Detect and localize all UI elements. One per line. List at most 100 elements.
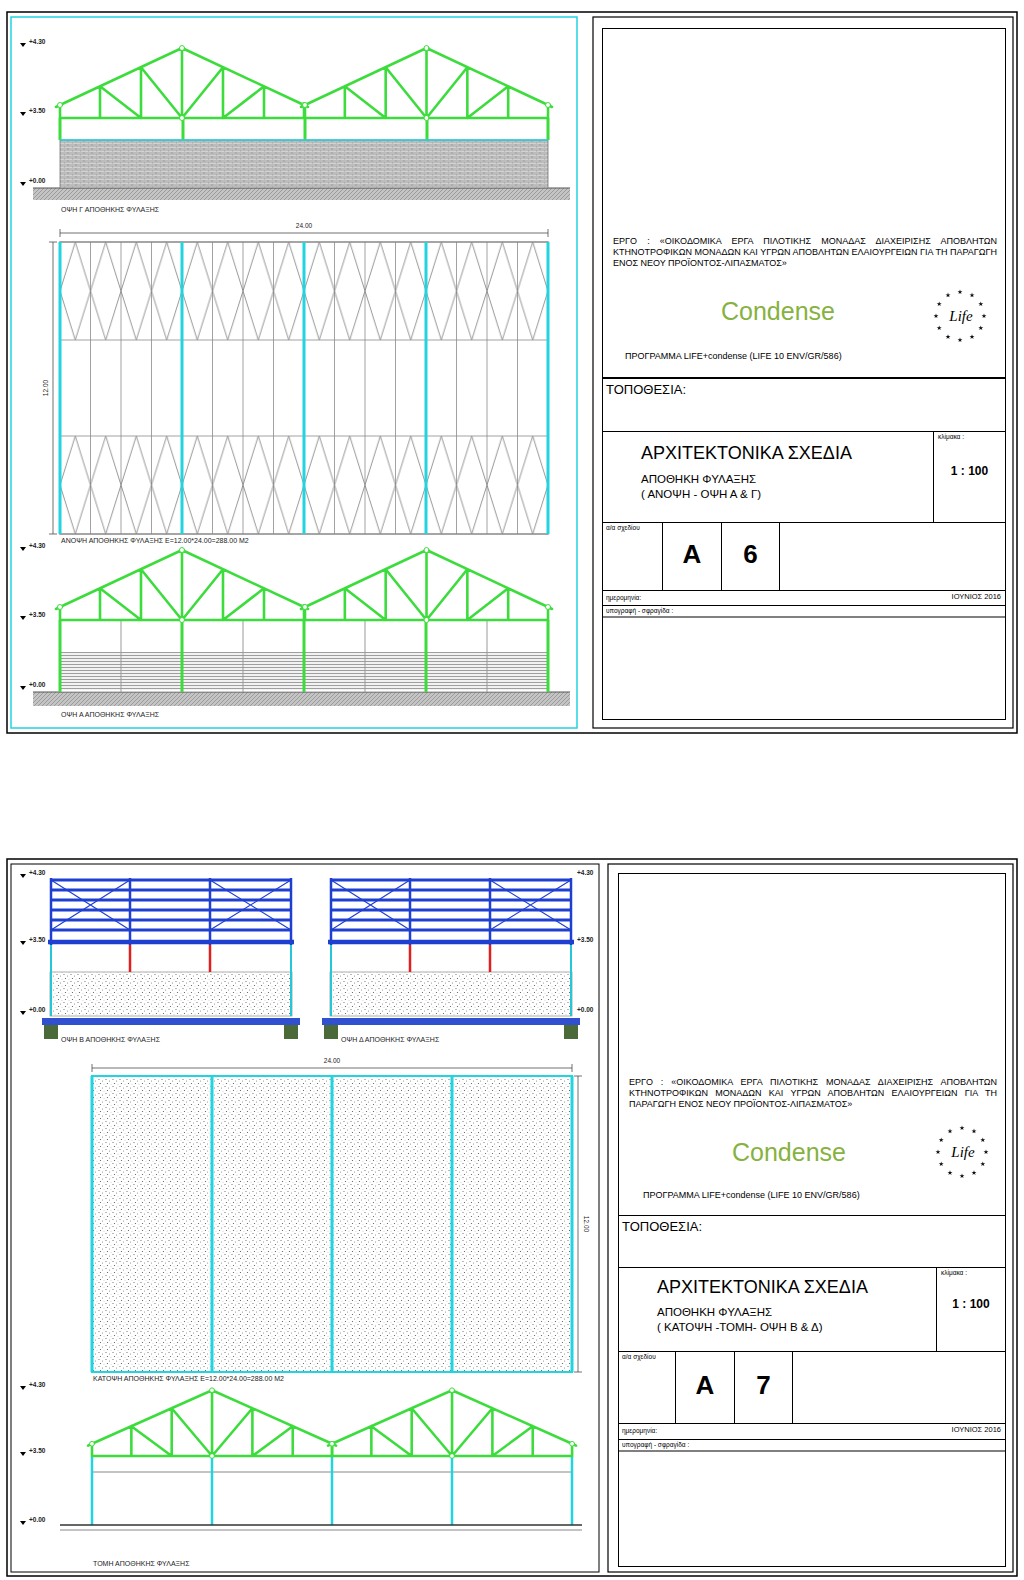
level-mark: +0.00: [28, 1517, 46, 1524]
title-block-text: ( ΚΑΤΟΨΗ -ΤΟΜΗ- ΟΨΗ Β & Δ): [657, 1321, 823, 1334]
title-block-text: ΕΡΓΟ : «ΟΙΚΟΔΟΜΙΚΑ ΕΡΓΑ ΠΙΛΟΤΙΚΗΣ ΜΟΝΑΔΑ…: [629, 1077, 997, 1110]
date-row: ημερομηνία: ΙΟΥΝΙΟΣ 2016: [618, 1423, 1006, 1440]
drawing-line: [92, 1076, 572, 1372]
drawing-line: [60, 140, 548, 188]
drawing-line: [92, 1076, 572, 1372]
level-mark: +4.30: [28, 870, 46, 877]
title-block-text: ΤΟΠΟΘΕΣΙΑ:: [622, 1220, 702, 1235]
level-mark: +4.30: [28, 1382, 46, 1389]
drawing-line: [88, 1388, 336, 1459]
level-mark: +4.30: [28, 543, 46, 550]
dimension-text: 12.00: [43, 379, 50, 397]
scale-cell: κλίμακα : 1 : 100: [933, 431, 1006, 523]
title-block-text: 6: [722, 540, 779, 570]
drawing-line: [33, 188, 570, 200]
title-block-text: ΕΡΓΟ : «ΟΙΚΟΔΟΜΙΚΑ ΕΡΓΑ ΠΙΛΟΤΙΚΗΣ ΜΟΝΑΔΑ…: [613, 236, 997, 269]
elevation-a: [20, 547, 570, 706]
level-mark: +0.00: [28, 1007, 46, 1014]
drawing-label: ΤΟΜΗ ΑΠΟΘΗΚΗΣ ΦΥΛΑΞΗΣ: [92, 1560, 191, 1567]
title-block-text: Condense: [721, 297, 835, 326]
location-cell: ΤΟΠΟΘΕΣΙΑ:: [602, 378, 1006, 432]
title-block-text: Life: [936, 308, 986, 325]
section: [20, 1386, 582, 1530]
title-block-text: 7: [735, 1371, 792, 1401]
drawing-line: [7, 859, 1017, 1576]
drawing-line: [618, 1451, 1006, 1452]
sheet-frame: [7, 12, 1017, 733]
title-block-text: ΙΟΥΝΙΟΣ 2016: [952, 1426, 1001, 1435]
drawing-line: [60, 242, 548, 534]
drawing-title-cell: ΑΡΧΙΤΕΚΤΟΝΙΚΑ ΣΧΕΔΙΑΑΠΟΘΗΚΗ ΦΥΛΑΞΗΣ( ΑΝΟ…: [602, 431, 934, 523]
title-block-text: ημερομηνία:: [622, 1427, 657, 1434]
project-cell: ΕΡΓΟ : «ΟΙΚΟΔΟΜΙΚΑ ΕΡΓΑ ΠΙΛΟΤΙΚΗΣ ΜΟΝΑΔΑ…: [618, 873, 1006, 1216]
drawing-title-cell: ΑΡΧΙΤΕΚΤΟΝΙΚΑ ΣΧΕΔΙΑ ΑΠΟΘΗΚΗ ΦΥΛΑΞΗΣ ( ΚΑΤ…: [618, 1267, 937, 1352]
level-mark: +3.50: [28, 937, 46, 944]
title-block-text: 1 : 100: [934, 465, 1005, 479]
drawing-line: [92, 1064, 582, 1372]
scale-cell: κλίμακα :1 : 100: [936, 1267, 1006, 1352]
level-mark: +4.30: [576, 870, 594, 877]
dimension-text: 24.00: [295, 223, 313, 230]
level-mark: +3.50: [28, 1448, 46, 1455]
drawing-line: [301, 46, 552, 121]
level-mark: +3.50: [28, 612, 46, 619]
drawing-line: [60, 242, 548, 534]
drawing-line: [49, 229, 548, 534]
title-block-text: Condense: [732, 1138, 846, 1167]
title-block-text: κλίμακα :: [938, 433, 964, 440]
title-block-text: ΑΠΟΘΗΚΗ ΦΥΛΑΞΗΣ: [657, 1306, 772, 1319]
drawing-line: [60, 1530, 582, 1531]
drawing-line: [593, 17, 1013, 728]
title-block-text: α/α σχεδίου: [606, 524, 640, 531]
title-block-text: ΙΟΥΝΙΟΣ 2016: [952, 593, 1001, 602]
title-block-text: ΠΡΟΓΡΑΜΜΑ LIFE+condense (LIFE 10 ENV/GR/…: [625, 351, 842, 361]
title-block-text: υπογραφή - σφραγίδα :: [606, 607, 673, 614]
drawing-line: [11, 864, 599, 1572]
level-mark: +4.30: [28, 39, 46, 46]
title-block-text: ΤΟΠΟΘΕΣΙΑ:: [606, 383, 686, 398]
drawing-label: ΟΨΗ Β ΑΠΟΘΗΚΗΣ ΦΥΛΑΞΗΣ: [60, 1036, 161, 1043]
location-cell: ΤΟΠΟΘΕΣΙΑ:: [618, 1215, 1006, 1268]
drawing-line: [20, 547, 26, 690]
signature-cell: υπογραφή - σφραγίδα :: [602, 605, 1006, 720]
drawing-line: [7, 12, 1017, 733]
title-block-text: 1 : 100: [937, 1298, 1005, 1312]
sheet-number-row: α/α σχεδίουΑ7: [618, 1351, 1006, 1424]
drawing-line: [60, 620, 548, 692]
sheet-number-row: α/α σχεδίουΑ6: [602, 522, 1006, 591]
drawing-line: [92, 1456, 572, 1525]
project-cell: ΕΡΓΟ : «ΟΙΚΟΔΟΜΙΚΑ ΕΡΓΑ ΠΙΛΟΤΙΚΗΣ ΜΟΝΑΔΑ…: [602, 28, 1006, 378]
title-block-text: α/α σχεδίου: [622, 1353, 656, 1360]
drawing-line: [60, 1524, 582, 1526]
life-logo-stars: [936, 1125, 989, 1178]
title-block-text: ( ΑΝΟΨΗ - ΟΨΗ Α & Γ): [641, 488, 761, 501]
drawing-line: [328, 1388, 576, 1459]
sheet-series-box: Α: [675, 1351, 735, 1424]
drawing-line: [60, 139, 548, 141]
drawing-line: [60, 242, 548, 534]
drawing-line: [60, 620, 548, 692]
sheet-number-box: 7: [734, 1351, 793, 1424]
signature-cell: υπογραφή - σφραγίδα :: [618, 1439, 1006, 1567]
drawing-line: [20, 874, 26, 1015]
date-row: ημερομηνία:ΙΟΥΝΙΟΣ 2016: [602, 590, 1006, 606]
title-block-text: ΑΡΧΙΤΕΚΤΟΝΙΚΑ ΣΧΕΔΙΑ: [641, 443, 852, 464]
title-block-text: ΑΡΧΙΤΕΚΤΟΝΙΚΑ ΣΧΕΔΙΑ: [657, 1277, 868, 1298]
drawing-line: [608, 864, 1013, 1572]
dimension-text: 12.00: [583, 1215, 590, 1233]
title-block-text: ΠΡΟΓΡΑΜΜΑ LIFE+condense (LIFE 10 ENV/GR/…: [643, 1190, 860, 1200]
dimension-text: 24.00: [323, 1058, 341, 1065]
drawing-line: [602, 617, 1006, 618]
drawing-line: [33, 692, 570, 706]
drawing-label: ΑΝΟΨΗ ΑΠΟΘΗΚΗΣ ΦΥΛΑΞΗΣ Ε=12.00*24.00=288…: [60, 537, 250, 544]
drawing-line: [56, 548, 308, 623]
drawing-line: [56, 46, 308, 121]
roof-plan: [49, 229, 548, 534]
title-block-text: υπογραφή - σφραγίδα :: [622, 1441, 689, 1448]
title-block-text: Life: [938, 1144, 988, 1161]
drawing-line: [301, 548, 552, 623]
elevation-g: [20, 43, 570, 200]
drawing-label: ΟΨΗ Α ΑΠΟΘΗΚΗΣ ΦΥΛΑΞΗΣ: [60, 711, 160, 718]
title-block-text: Α: [676, 1371, 734, 1401]
